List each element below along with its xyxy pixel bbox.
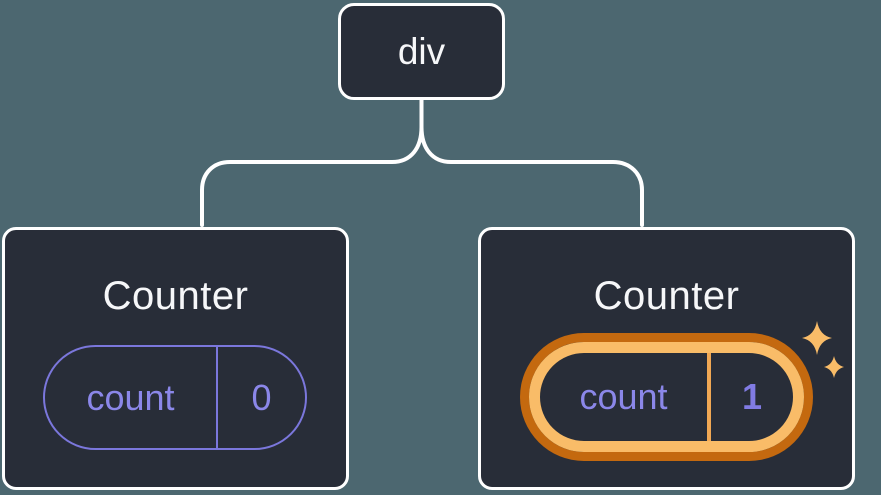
state-value: 0 — [251, 376, 272, 418]
state-separator — [216, 347, 218, 448]
sparkle-large-icon — [802, 321, 832, 355]
card-title: Counter — [102, 274, 249, 318]
counter-card-right: Counter count 1 — [478, 227, 855, 490]
state-pill-highlighted: count 1 — [529, 342, 804, 452]
root-node: div — [338, 3, 505, 100]
sparkle-small-icon — [824, 356, 844, 378]
state-value: 1 — [741, 376, 763, 417]
state-label: count — [86, 376, 175, 418]
root-node-label: div — [397, 30, 446, 72]
state-separator — [707, 353, 711, 441]
counter-card-left: Counter count 0 — [2, 227, 349, 490]
state-label: count — [579, 376, 668, 417]
connector-right-branch — [419, 98, 644, 227]
state-pill: count 0 — [43, 345, 307, 450]
connector-left-branch — [200, 98, 424, 227]
card-title: Counter — [593, 274, 740, 318]
